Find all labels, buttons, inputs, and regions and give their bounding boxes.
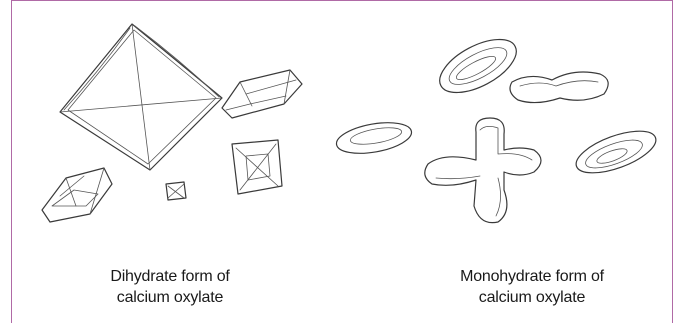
monohydrate-crystal-dumbbell	[510, 72, 608, 103]
dihydrate-caption: Dihydrate form of calcium oxylate	[80, 266, 260, 308]
monohydrate-crystal-cross	[425, 118, 541, 223]
dihydrate-crystal-large-octahedron	[60, 24, 222, 170]
dihydrate-crystal-prism	[222, 70, 302, 118]
dihydrate-caption-line1: Dihydrate form of	[80, 266, 260, 287]
monohydrate-caption: Monohydrate form of calcium oxylate	[432, 266, 632, 308]
monohydrate-crystal-oval-right	[571, 123, 661, 182]
monohydrate-caption-line2: calcium oxylate	[432, 287, 632, 308]
monohydrate-crystal-oval-left	[334, 118, 414, 159]
monohydrate-caption-line1: Monohydrate form of	[432, 266, 632, 287]
dihydrate-crystal-small	[166, 182, 186, 200]
dihydrate-caption-line2: calcium oxylate	[80, 287, 260, 308]
dihydrate-crystal-elongated	[42, 168, 112, 222]
dihydrate-crystal-square	[232, 140, 282, 194]
